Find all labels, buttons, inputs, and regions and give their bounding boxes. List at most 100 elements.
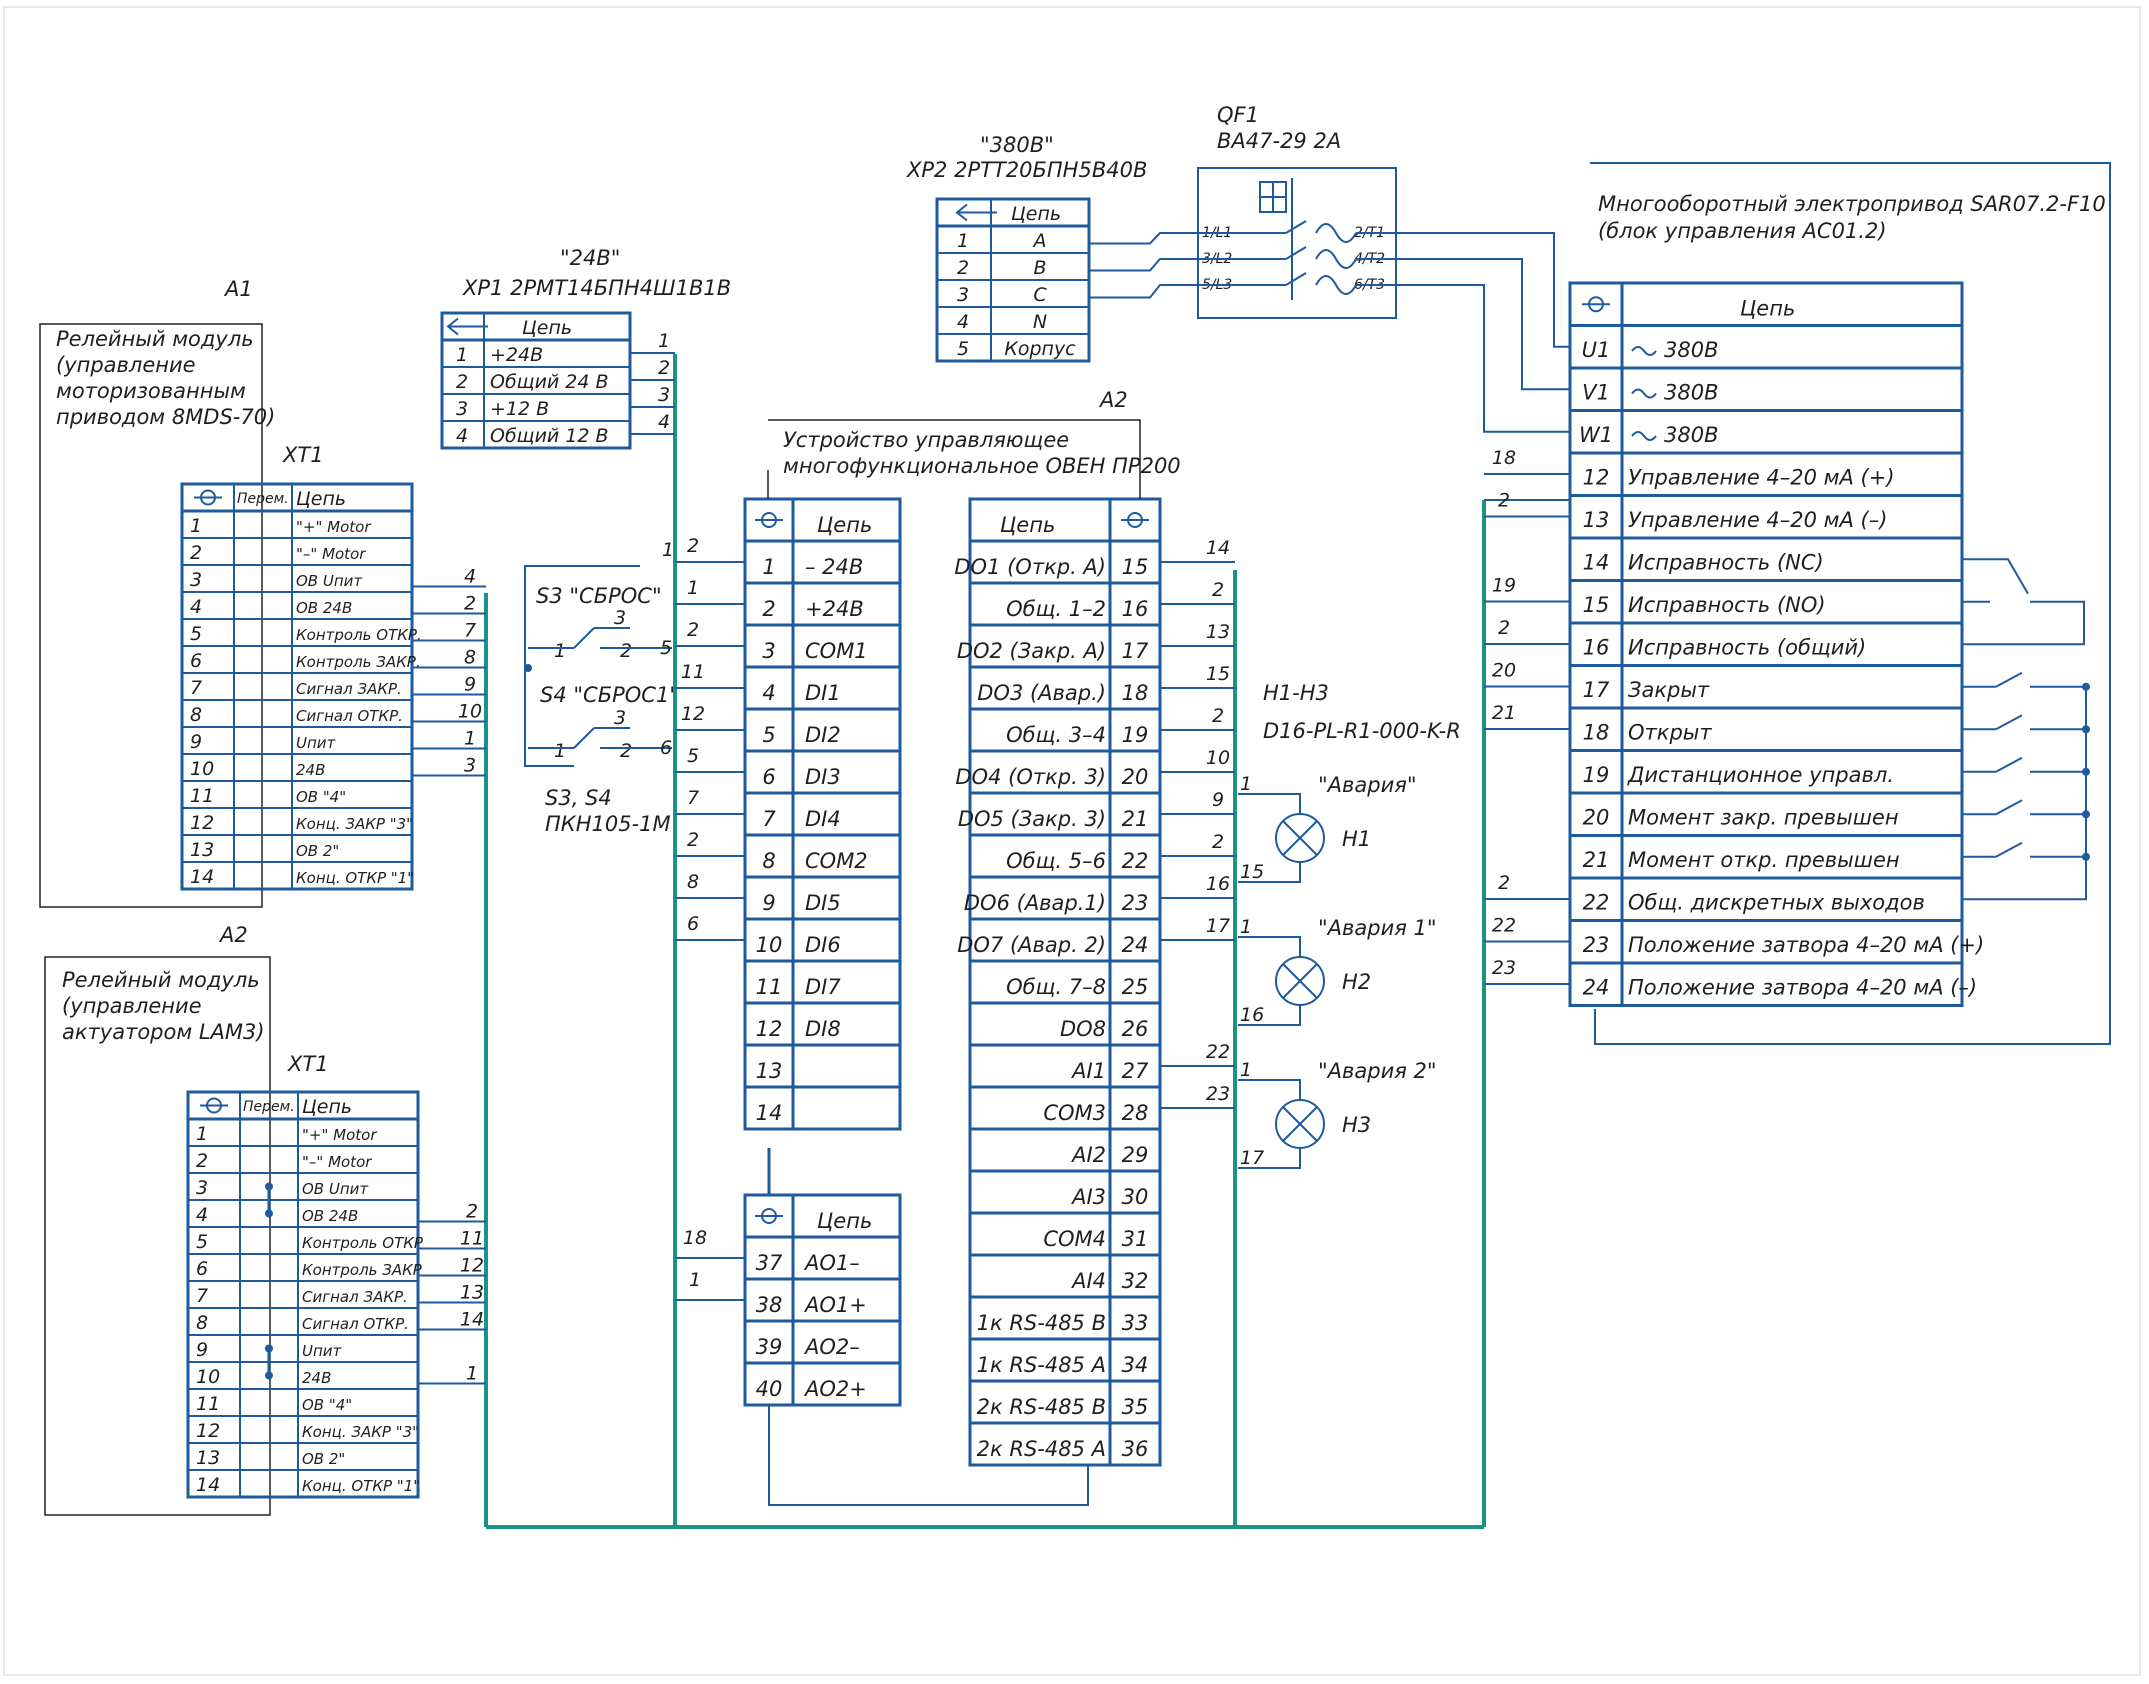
xp2-row-num: 3: [957, 284, 969, 306]
pr200-di-row-num: 12: [756, 1017, 783, 1041]
qf1-trip-coil: [1315, 275, 1357, 295]
ac-wave-icon: [1631, 388, 1657, 399]
pr200-do-wire-label: 13: [1206, 621, 1230, 643]
pr200-di-row-name: DI6: [805, 933, 841, 957]
common-outputs-bus: [1962, 686, 2087, 901]
lamp-3-wire-top: 1: [1240, 1059, 1252, 1081]
a1-row-name: Контроль ОТКР.: [296, 626, 422, 644]
drive-row-num: 18: [1583, 721, 1610, 745]
pr200-di-row-name: +24В: [805, 597, 864, 621]
xp1-row-name: Общий 24 В: [490, 371, 609, 393]
drive-row-name: Общ. дискретных выходов: [1628, 891, 1925, 915]
drive-row-name: Исправность (NO): [1628, 593, 1826, 617]
xp1-wire-label: 3: [658, 384, 670, 406]
a1-row-num: 3: [190, 569, 202, 591]
xp2-to-qf1-wire: [1089, 232, 1198, 245]
pr200-do-row-name: DO2 (Закр. А): [957, 639, 1106, 663]
a1-row-num: 2: [190, 542, 202, 564]
s4-pin-2: 2: [620, 740, 632, 762]
pr200-ao-row-name: AO1+: [803, 1293, 867, 1317]
sar-drive: Многооборотный электропривод SAR07.2-F10…: [1396, 162, 2111, 1045]
pr200-di-row-name: DI5: [805, 891, 841, 915]
xp2-row-name: A: [1032, 230, 1047, 252]
pr200-di-row-num: 3: [762, 639, 775, 663]
pr200-do-row-name: 1к RS-485 B: [977, 1311, 1106, 1335]
s4-pin-1: 1: [554, 740, 566, 762]
drive-row-num: 21: [1583, 848, 1610, 872]
pr200-do-row-name: DO6 (Авар.1): [964, 891, 1106, 915]
a2m-row-num: 9: [196, 1339, 208, 1361]
a2m-table-frame: [186, 1090, 420, 1499]
switches-ref: S3, S4: [545, 786, 612, 810]
pr200-ref: A2: [1098, 388, 1128, 412]
s3-label: S3 "СБРОС": [536, 584, 662, 608]
status-contact-blade: [1995, 671, 2023, 688]
pr200-do-wire-label: 16: [1206, 873, 1230, 895]
xp1-label: "24В": [560, 246, 620, 270]
lamp-wire-bottom: [1238, 1005, 1301, 1026]
xp2-label: "380В": [980, 133, 1054, 157]
a1-wire-label: 9: [464, 674, 476, 696]
a2m-row-name: Контроль ЗАКР: [302, 1261, 423, 1279]
qf1-contact: [1285, 272, 1307, 286]
pr200-do-row-name: DO3 (Авар.): [977, 681, 1106, 705]
pr200-ao-row-num: 37: [756, 1251, 783, 1275]
pr200-di-row-name: DI7: [805, 975, 841, 999]
drive-wire-label: 2: [1498, 490, 1510, 512]
drive-wire-label: 21: [1492, 702, 1516, 724]
a2m-row-name: Конц. ОТКР "1": [302, 1477, 420, 1495]
a2m-wire-label: 11: [460, 1228, 484, 1250]
drive-row-name: Положение затвора 4–20 мА (–): [1628, 976, 1977, 1000]
drive-wire-label: 2: [1498, 872, 1510, 894]
phase-w-wire: [1396, 284, 1570, 433]
pr200-di-row-name: DI8: [805, 1017, 841, 1041]
a2m-row-num: 3: [196, 1177, 208, 1199]
qf1-poles: [1198, 178, 1396, 300]
pr200-do-row-num: 20: [1122, 765, 1149, 789]
a1-table-frame: [180, 482, 414, 891]
a1-row-name: ОВ Uпит: [296, 572, 363, 590]
pr200-di-wire-label: 11: [681, 661, 705, 683]
pr200-di-wire-label: 8: [687, 871, 699, 893]
a1-row-num: 14: [190, 866, 214, 888]
drive-outer-frame: [1590, 162, 2111, 1045]
a2m-row-name: ОВ Uпит: [302, 1180, 369, 1198]
pr200-di-wire-label: 7: [687, 787, 699, 809]
pr200-di-row-name: COM1: [805, 639, 868, 663]
pr200-di-head: Цепь: [817, 513, 872, 537]
xp1-row-num: 3: [456, 398, 468, 420]
pr200-do-row-num: 15: [1122, 555, 1149, 579]
phase-v-wire: [1396, 258, 1570, 391]
s4-pin-3: 3: [614, 707, 626, 729]
xp1-row-name: Общий 12 В: [490, 425, 609, 447]
pr200-di-row-num: 10: [756, 933, 783, 957]
pr200-do-row-name: DO5 (Закр. 3): [958, 807, 1106, 831]
drive-row-num: W1: [1579, 423, 1613, 447]
drive-row-num: 20: [1583, 806, 1610, 830]
xp2-part: XP2 2РТТ20БПН5В40В: [906, 158, 1147, 182]
switches-part: ПКН105-1М: [545, 812, 671, 836]
drive-row-name: Закрыт: [1628, 678, 1710, 702]
pr200-ao-wire-label: 18: [683, 1227, 707, 1249]
drive-wire-label: 2: [1498, 617, 1510, 639]
pr200-di-wire-label: 2: [687, 829, 699, 851]
a1-row-num: 1: [190, 515, 202, 537]
a1-row-name: ОВ 24В: [296, 599, 352, 617]
a2m-row-num: 13: [196, 1447, 220, 1469]
xp2-row-name: B: [1033, 257, 1046, 279]
xp1-wire-label: 1: [658, 330, 670, 352]
drive-row-name: Открыт: [1628, 721, 1712, 745]
pr200-bottom-link: [768, 1405, 1089, 1506]
pr200-di-row-num: 4: [762, 681, 775, 705]
qf1-ref: QF1: [1217, 103, 1259, 127]
a1-row-name: ОВ 2": [296, 842, 339, 860]
a1-wire-label: 3: [464, 755, 476, 777]
drive-row-name: Управление 4–20 мА (–): [1628, 508, 1887, 532]
qf1-contact: [1285, 220, 1307, 234]
pr200-do-row-num: 21: [1122, 807, 1149, 831]
a1-head-mid: Перем.: [237, 491, 289, 507]
a2m-row-num: 5: [196, 1231, 208, 1253]
xp1-arrow-icon: [446, 317, 488, 336]
